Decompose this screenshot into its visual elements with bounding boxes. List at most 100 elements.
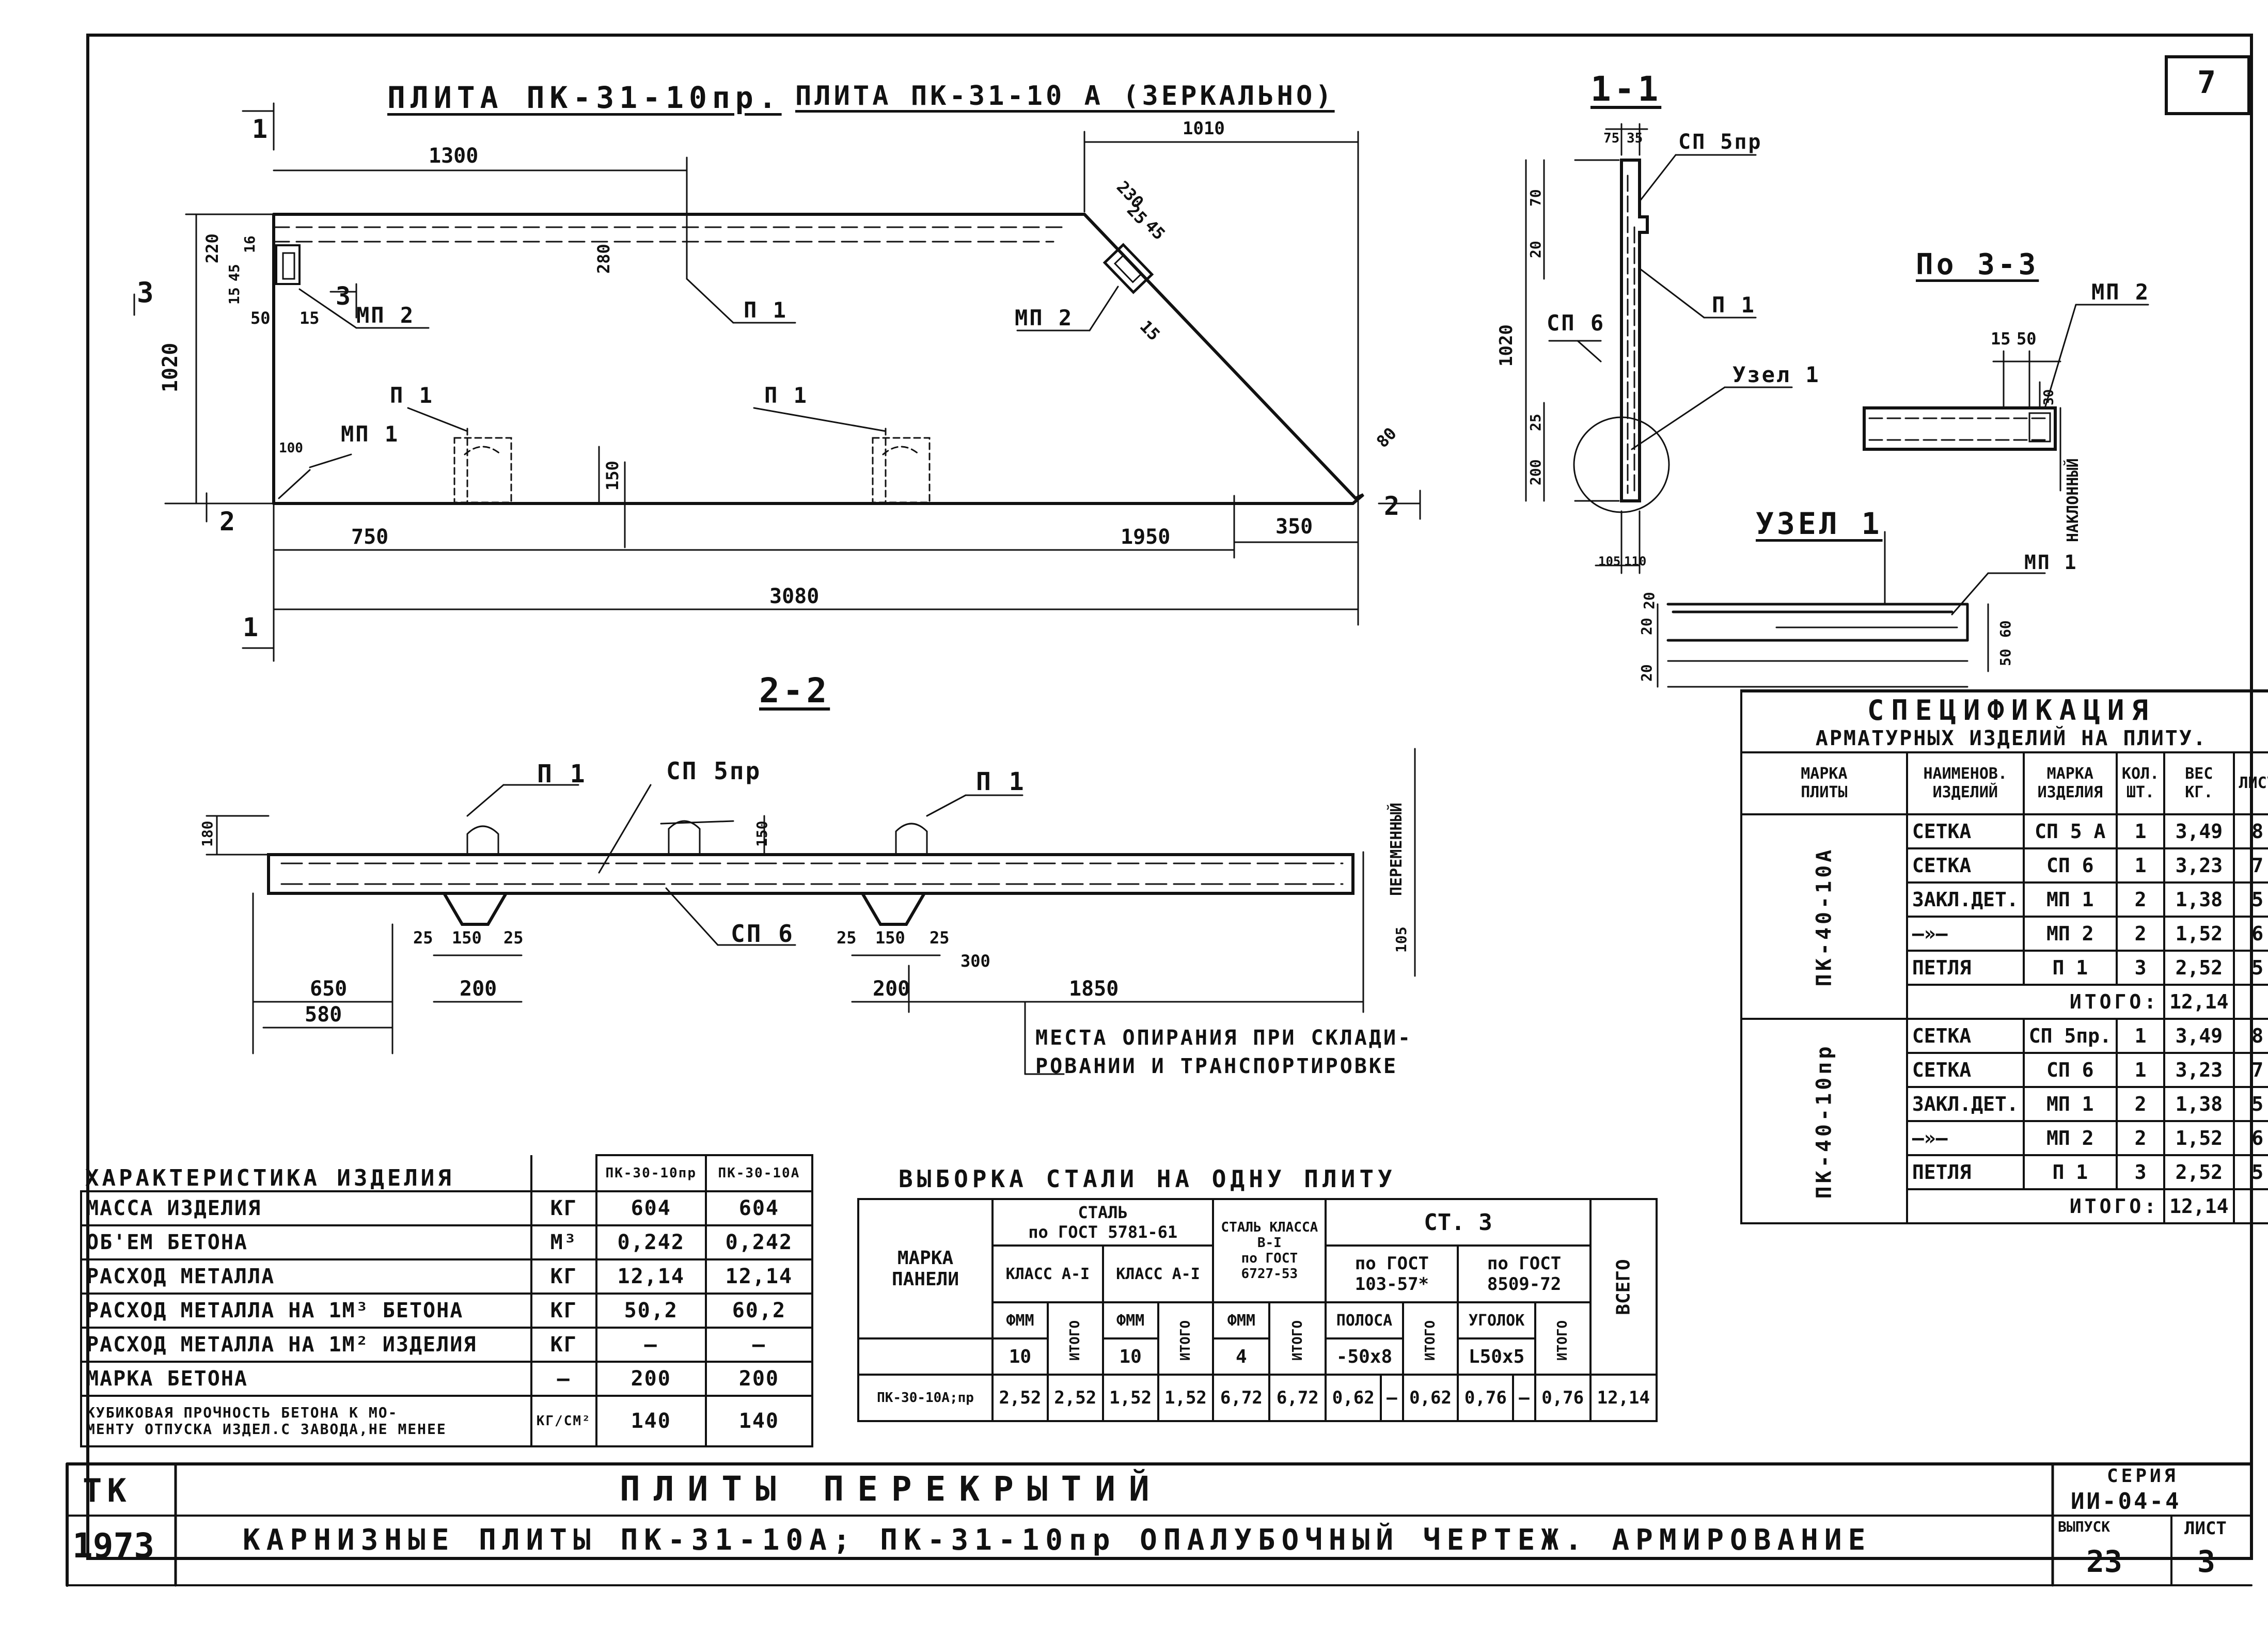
spec-mark: П 1 [2022, 1154, 2118, 1190]
sheet-number: 7 [2197, 65, 2216, 101]
section-1-1-title: 1-1 [1590, 69, 1662, 109]
vyb-polosa: ПОЛОСА [1325, 1301, 1404, 1339]
char-name: РАСХОД МЕТАЛЛА НА 1М³ БЕТОНА [80, 1293, 532, 1329]
title-plate: ПЛИТА ПК-31-10пр. [387, 80, 782, 115]
dim-220: 220 [202, 233, 222, 263]
dim-1950: 1950 [1121, 525, 1171, 549]
callout-p1-22b: П 1 [976, 767, 1026, 796]
spec-qty: 3 [2115, 1154, 2166, 1190]
spec-sheet: 6 [2232, 1120, 2268, 1156]
dim11-200: 200 [1527, 459, 1544, 485]
spec-mark: СП 5пр. [2022, 1018, 2118, 1054]
vyb-d4: 4 [1212, 1337, 1271, 1376]
spec-total-value: 12,14 [2163, 984, 2235, 1020]
callout-p1-11: П 1 [1712, 292, 1756, 318]
spec-weight: 2,52 [2163, 1154, 2235, 1190]
spec-mark: СП 6 [2022, 1052, 2118, 1088]
dimnode-20b: 20 [1638, 664, 1655, 682]
spec-name: ПЕТЛЯ [1905, 950, 2025, 986]
spec-sheet: 5 [2232, 881, 2268, 918]
vyb-value: — [1512, 1374, 1536, 1422]
spec-weight: 3,23 [2163, 1052, 2235, 1088]
spec-total-empty [2232, 984, 2268, 1020]
char-col-b: ПК-30-10А [704, 1154, 814, 1192]
spec-mark: СП 6 [2022, 847, 2118, 884]
dim33-50: 50 [2017, 329, 2037, 349]
tb-list: 3 [2197, 1544, 2215, 1579]
spec-qty: 2 [2115, 1086, 2166, 1122]
callout-p1-left: П 1 [390, 383, 434, 408]
support-note-line1: МЕСТА ОПИРАНИЯ ПРИ СКЛАДИ- [1035, 1026, 1413, 1050]
steel-selection-table: МАРКА ПАНЕЛИ СТАЛЬ по ГОСТ 5781-61 СТАЛЬ… [857, 1198, 1658, 1422]
spec-mark: П 1 [2022, 950, 2118, 986]
spec-qty: 1 [2115, 1052, 2166, 1088]
callout-sp6-22: СП 6 [731, 920, 794, 948]
dim11-105: 105 [1598, 554, 1621, 569]
char-unit: — [530, 1361, 597, 1397]
spec-mark: МП 2 [2022, 916, 2118, 952]
dim22-25b: 25 [503, 928, 524, 948]
dimnode-20c: 20 [1641, 592, 1658, 609]
vyb-fmm-1: ФММ [991, 1301, 1049, 1339]
spec-qty: 1 [2115, 813, 2166, 849]
spec-sheet: 8 [2232, 1018, 2268, 1054]
spec-weight: 1,38 [2163, 1086, 2235, 1122]
char-value-a: 200 [595, 1361, 707, 1397]
spec-total-empty [2232, 1188, 2268, 1224]
dim11-20: 20 [1527, 241, 1544, 258]
vyb-steel-gost: СТАЛЬ по ГОСТ 5781-61 [991, 1198, 1215, 1247]
spec-name: СЕТКА [1905, 1052, 2025, 1088]
spec-qty: 3 [2115, 950, 2166, 986]
label-peremennyi: ПЕРЕМЕННЫЙ [1388, 802, 1406, 896]
spec-qty: 1 [2115, 1018, 2166, 1054]
dimnode-60: 60 [1997, 620, 2014, 638]
callout-mp1: МП 1 [341, 421, 400, 447]
spec-mark: МП 2 [2022, 1120, 2118, 1156]
dim33-15: 15 [1991, 329, 2011, 349]
vyb-ugolok: УГОЛОК [1457, 1301, 1536, 1339]
char-value-a: 0,242 [595, 1224, 707, 1260]
char-value-b: 0,242 [704, 1224, 814, 1260]
vyb-itogo-2: ИТОГО [1157, 1301, 1215, 1376]
char-value-b: 60,2 [704, 1293, 814, 1329]
dim-350: 350 [1275, 515, 1313, 539]
dim-15-left: 15 [226, 287, 243, 305]
dim22-200a: 200 [460, 977, 497, 1001]
vyb-value: 1,52 [1101, 1374, 1159, 1422]
callout-sp5pr-11: СП 5пр [1678, 130, 1762, 154]
vyb-p50x8: -50x8 [1325, 1337, 1404, 1376]
dim-3080: 3080 [769, 585, 820, 608]
tb-seria-label: СЕРИЯ [2107, 1465, 2179, 1487]
spec-name: —»— [1905, 916, 2025, 952]
dimnode-20a: 20 [1638, 618, 1655, 635]
dim22-150v: 150 [753, 821, 770, 847]
char-col-a: ПК-30-10пр [595, 1154, 707, 1192]
spec-header-cell: КОЛ. ШТ. [2115, 751, 2166, 815]
spec-header-cell: НАИМЕНОВ. ИЗДЕЛИЙ [1905, 751, 2025, 815]
spec-total-row: ИТОГО:12,14 [1741, 984, 2268, 1020]
char-value-a: 12,14 [595, 1258, 707, 1295]
dim22-300: 300 [960, 951, 990, 971]
spec-weight: 1,52 [2163, 1120, 2235, 1156]
callout-mp1-node: МП 1 [2024, 551, 2078, 574]
char-name: КУБИКОВАЯ ПРОЧНОСТЬ БЕТОНА К МО- МЕНТУ О… [80, 1395, 532, 1447]
specification-table: СПЕЦИФИКАЦИЯ АРМАТУРНЫХ ИЗДЕЛИЙ НА ПЛИТУ… [1740, 689, 2268, 1224]
dim11-25: 25 [1527, 414, 1544, 431]
title-plate-mirror: ПЛИТА ПК-31-10 А (ЗЕРКАЛЬНО) [795, 81, 1335, 112]
dim-1010: 1010 [1183, 118, 1225, 139]
vyb-klass-a2: КЛАСС А-I [1101, 1244, 1215, 1303]
dimnode-50: 50 [1997, 649, 2014, 666]
char-value-a: 604 [595, 1190, 707, 1226]
dim-15: 15 [300, 308, 320, 328]
vyb-value: 12,14 [1589, 1374, 1658, 1422]
spec-group-label: ПК-40-10А [1740, 813, 1908, 1020]
